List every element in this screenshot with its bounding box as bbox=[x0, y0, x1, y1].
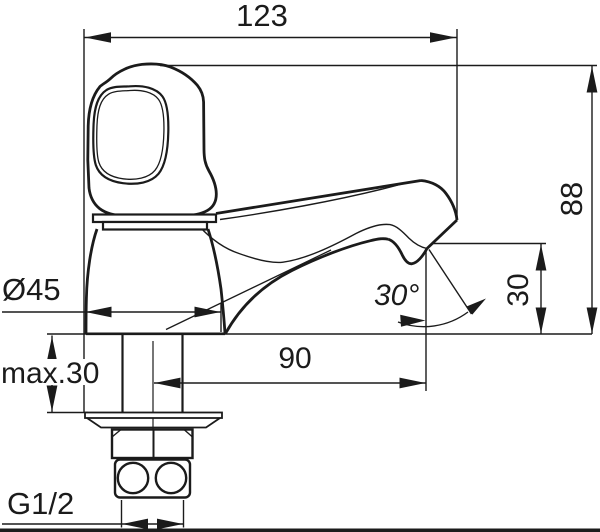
max-thickness-label: max.30 bbox=[1, 357, 99, 390]
arrowhead bbox=[157, 518, 183, 530]
inlet-circle-left bbox=[116, 461, 150, 495]
arrowhead bbox=[46, 336, 58, 363]
arrowhead bbox=[586, 66, 598, 93]
outlet-angle-label: 30° bbox=[374, 279, 419, 312]
dimension-overall-height: 88 bbox=[160, 64, 598, 334]
inlet-connections bbox=[113, 458, 192, 499]
inlet-thread-label: G1/2 bbox=[7, 486, 74, 521]
arrowhead bbox=[466, 298, 486, 315]
arrowhead bbox=[535, 244, 547, 271]
faucet-body bbox=[84, 62, 459, 499]
arrowhead bbox=[535, 307, 547, 334]
mounting-flange bbox=[84, 411, 223, 429]
label-mask bbox=[0, 359, 101, 385]
dimension-overall-length: 123 bbox=[83, 0, 458, 413]
arrowhead bbox=[430, 32, 456, 43]
handle-cap-rings bbox=[91, 213, 218, 231]
arrowhead bbox=[400, 314, 426, 327]
dimension-max-mounting-thickness: max.30 bbox=[0, 335, 101, 412]
arrowhead bbox=[586, 307, 598, 334]
dimension-inlet-thread: G1/2 bbox=[2, 486, 185, 530]
dimension-outlet-angle: 30° bbox=[374, 249, 486, 328]
inlet-circle-right bbox=[154, 461, 188, 495]
arrowhead bbox=[85, 306, 112, 318]
locknut bbox=[110, 428, 194, 460]
bell-base-fill bbox=[86, 229, 225, 334]
base-diameter-label: Ø45 bbox=[2, 272, 61, 307]
spout-reach-label: 90 bbox=[278, 342, 311, 375]
stream-direction-line bbox=[428, 249, 473, 315]
overall-height-label: 88 bbox=[554, 182, 589, 216]
dimension-base-diameter: Ø45 bbox=[2, 272, 222, 332]
arrowhead bbox=[46, 385, 58, 412]
arrowhead bbox=[154, 377, 181, 389]
arrowhead bbox=[85, 32, 111, 43]
arrowhead bbox=[399, 377, 426, 389]
dimension-outlet-height: 30 bbox=[432, 242, 547, 334]
dimension-spout-reach: 90 bbox=[154, 250, 427, 391]
spout-outline bbox=[165, 179, 459, 335]
arrowhead bbox=[194, 306, 221, 318]
handle-grip-inlay bbox=[92, 84, 170, 185]
spout-fill bbox=[208, 180, 457, 334]
handle-knob bbox=[86, 62, 218, 218]
bell-base-outline bbox=[84, 228, 227, 336]
arrowhead bbox=[122, 518, 148, 530]
overall-length-label: 123 bbox=[236, 0, 288, 33]
outlet-height-label: 30 bbox=[502, 273, 535, 306]
bottom-edge-line bbox=[0, 528, 600, 532]
